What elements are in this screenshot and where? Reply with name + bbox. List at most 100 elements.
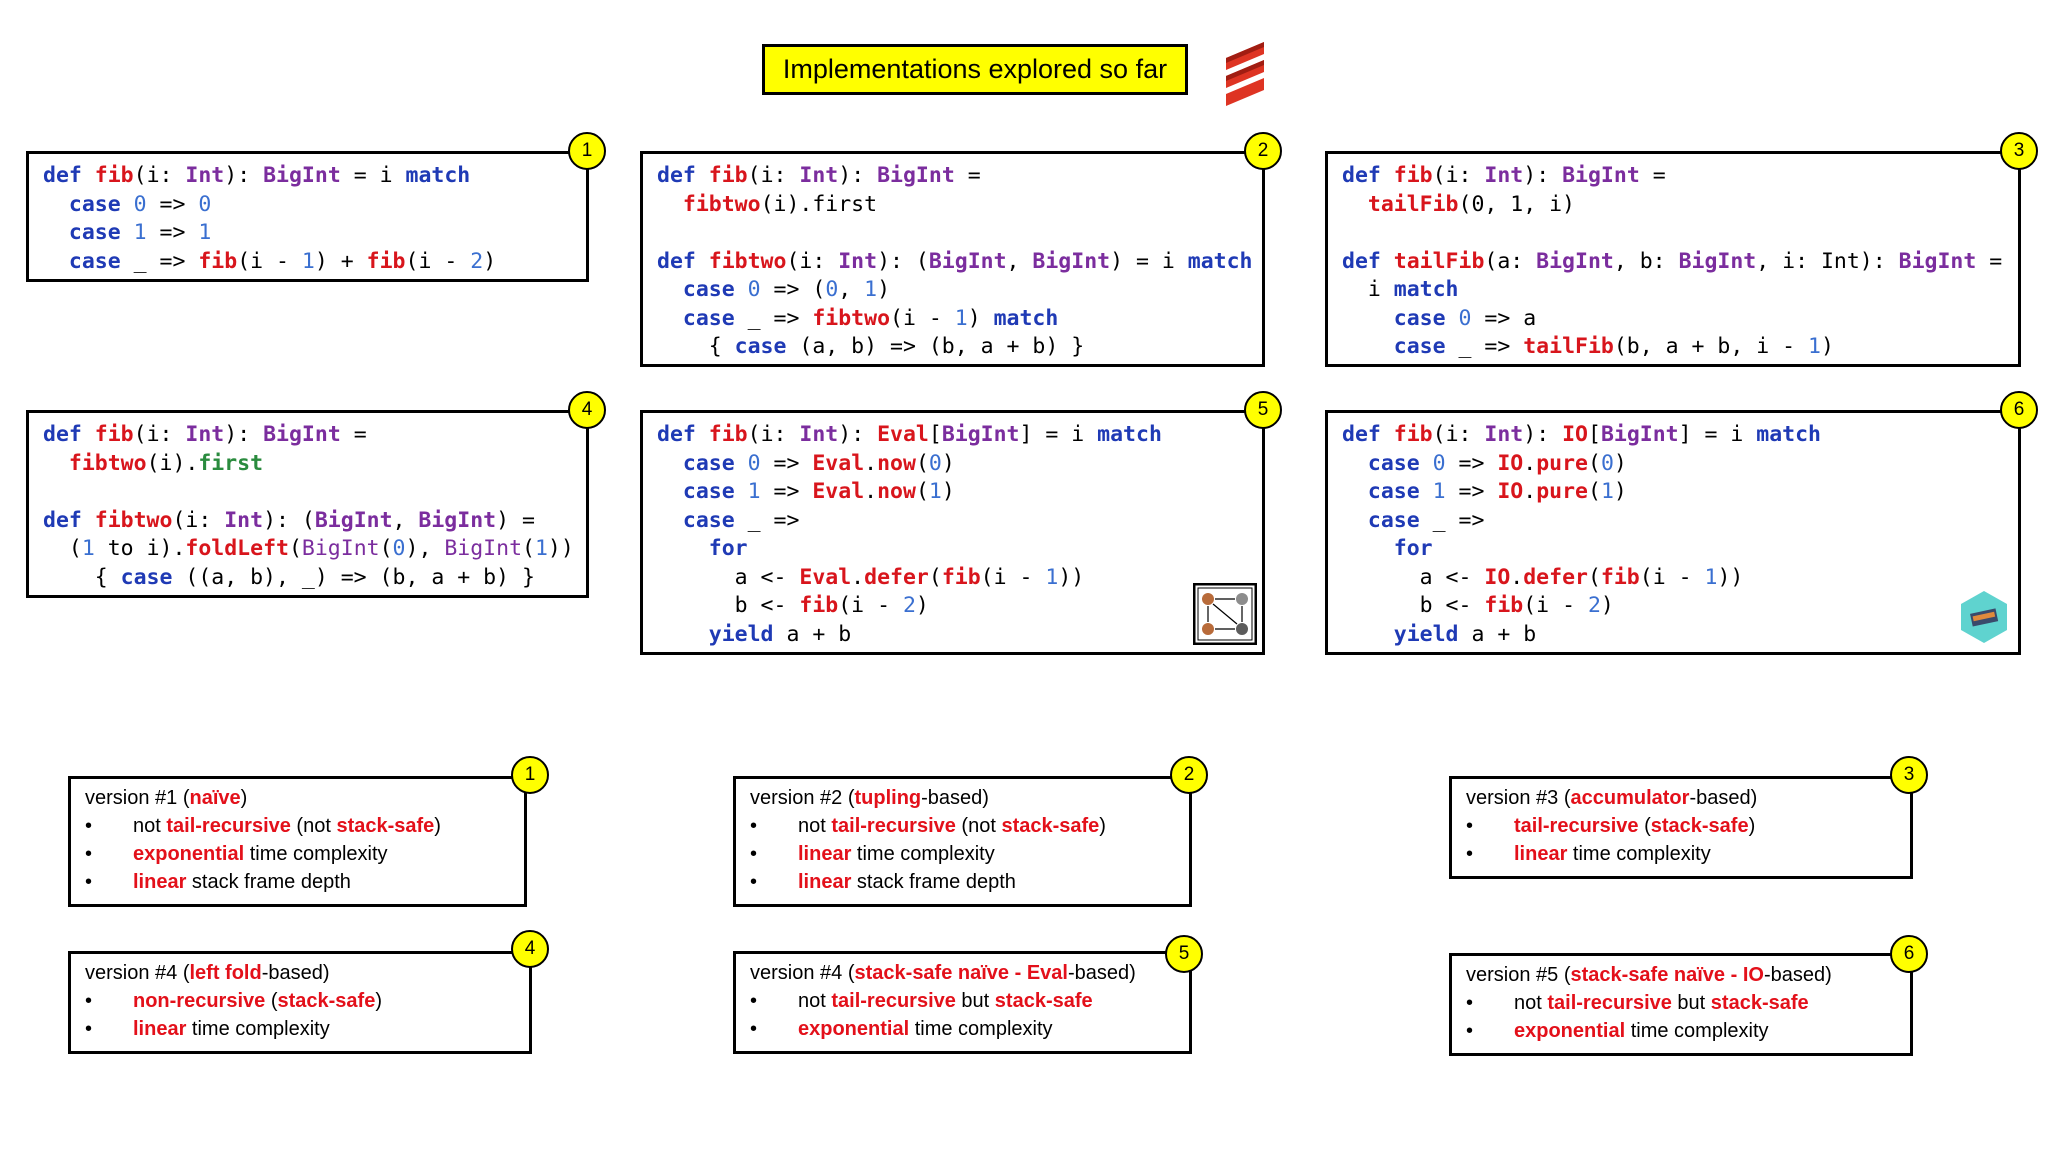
code-line: fibtwo(i).first	[657, 191, 1253, 220]
code-box-2: def fib(i: Int): BigInt = fibtwo(i).firs…	[640, 151, 1265, 367]
code-line: fibtwo(i).first	[43, 450, 574, 479]
badge-2: 2	[1244, 132, 1282, 170]
bullet-icon: •	[85, 815, 93, 837]
code-block: def fib(i: Int): BigInt = i match case 0…	[43, 162, 496, 276]
code-token: for	[1393, 536, 1433, 561]
summary-text: naïve	[189, 787, 241, 809]
code-token: 1	[1704, 564, 1718, 590]
summary-text: but	[1671, 992, 1711, 1014]
code-token: (b, a + b, i -	[1613, 334, 1809, 359]
code-line: b <- fib(i - 2)	[657, 592, 1162, 621]
code-line: case _ => fib(i - 1) + fib(i - 2)	[43, 248, 496, 277]
summary-text: stack-safe naïve - IO	[1570, 964, 1764, 986]
code-line: b <- fib(i - 2)	[1342, 592, 1821, 621]
summary-text: stack-safe	[1710, 992, 1809, 1014]
code-token: )	[967, 305, 994, 331]
code-token: Int	[224, 507, 264, 533]
code-token: Int	[838, 248, 878, 274]
code-token: 0	[1458, 305, 1472, 331]
code-token: case	[682, 450, 735, 476]
code-line: def tailFib(a: BigInt, b: BigInt, i: Int…	[1342, 248, 2002, 277]
code-token: => (	[760, 277, 826, 302]
code-token: ))	[1717, 564, 1744, 590]
badge-4: 4	[568, 391, 606, 429]
code-token: b <-	[657, 593, 800, 618]
summary-text: stack-safe naïve - Eval	[854, 962, 1068, 984]
code-token: ) +	[314, 248, 367, 274]
code-token: (i -	[1523, 593, 1588, 618]
summary-title: version #2 (tupling-based)	[750, 787, 989, 810]
code-token: 1	[301, 248, 315, 274]
code-token: 0	[392, 536, 406, 561]
summary-text: linear	[133, 1018, 187, 1040]
code-token	[1342, 479, 1368, 504]
code-token: _ =>	[120, 248, 199, 274]
code-line: for	[657, 535, 1162, 564]
code-token: BigInt	[877, 163, 955, 188]
code-token: def	[1342, 248, 1394, 274]
code-token: BigInt	[928, 248, 1007, 274]
code-token: tailFib	[1393, 248, 1485, 274]
code-token	[1342, 306, 1394, 331]
code-line: (1 to i).foldLeft(BigInt(0), BigInt(1))	[43, 535, 574, 564]
summary-text: -based)	[921, 787, 989, 809]
code-token: ((a, b), _) => (b, a + b) }	[172, 564, 535, 590]
summary-box-2: version #2 (tupling-based)•not tail-recu…	[733, 776, 1192, 907]
summary-text: exponential	[1514, 1020, 1626, 1042]
code-token: case	[1367, 507, 1420, 533]
summary-text: version #5 (	[1466, 964, 1571, 986]
summary-text: not	[798, 815, 832, 837]
code-token: ] = i	[1019, 422, 1098, 447]
code-token: def	[657, 163, 709, 188]
code-token: 1	[1045, 564, 1059, 590]
code-token: match	[405, 163, 471, 188]
code-token: case	[734, 334, 787, 359]
code-token: a <-	[1342, 564, 1485, 590]
code-line	[657, 219, 1253, 248]
code-token: fib	[708, 163, 748, 188]
code-token: case	[68, 191, 121, 217]
code-token: fib	[1393, 163, 1433, 188]
code-token	[1342, 536, 1394, 561]
code-token: (i:	[133, 422, 186, 447]
code-token: Int	[185, 163, 225, 188]
summary-text: stack-safe	[277, 990, 376, 1012]
code-box-5: def fib(i: Int): Eval[BigInt] = i match …	[640, 410, 1265, 655]
summary-title: version #3 (accumulator-based)	[1466, 787, 1757, 810]
badge-3: 3	[2000, 132, 2038, 170]
code-line: for	[1342, 535, 1821, 564]
code-box-1: def fib(i: Int): BigInt = i match case 0…	[26, 151, 589, 282]
code-token: ):	[224, 422, 264, 447]
code-token: case	[1367, 479, 1420, 504]
summary-text: exponential	[133, 843, 245, 865]
code-line: def fib(i: Int): Eval[BigInt] = i match	[657, 421, 1162, 450]
code-line: def fib(i: Int): BigInt = i match	[43, 162, 496, 191]
code-token: ) = i	[1110, 248, 1188, 274]
code-token: =	[340, 422, 367, 447]
code-token	[43, 192, 69, 217]
code-token: (	[522, 536, 535, 561]
bullet-icon: •	[750, 1018, 758, 1040]
code-token: 0	[133, 191, 147, 217]
summary-box-4: version #4 (left fold-based)•non-recursi…	[68, 951, 532, 1054]
summary-text: )	[434, 815, 441, 837]
code-token: (	[915, 450, 929, 476]
code-token: , i: Int):	[1756, 248, 1899, 274]
code-token: fib	[1484, 593, 1524, 618]
summary-box-1: version #1 (naïve)•not tail-recursive (n…	[68, 776, 527, 907]
summary-text: time complexity	[851, 843, 995, 865]
code-token: {	[657, 334, 735, 359]
code-token: (	[1587, 564, 1601, 590]
code-token	[735, 451, 748, 476]
code-token: (i:	[133, 163, 186, 188]
code-token: BigInt	[263, 422, 341, 447]
summary-bullet: •exponential time complexity	[1466, 1020, 1769, 1043]
code-box-6: def fib(i: Int): IO[BigInt] = i match ca…	[1325, 410, 2021, 655]
code-token: 1	[1432, 479, 1446, 504]
code-line: a <- IO.defer(fib(i - 1))	[1342, 564, 1821, 593]
code-token: (i -	[237, 248, 302, 274]
code-token: def	[43, 507, 95, 533]
summary-badge-1: 1	[511, 756, 549, 794]
summary-text: left fold	[189, 962, 262, 984]
code-token: ):	[224, 163, 264, 188]
